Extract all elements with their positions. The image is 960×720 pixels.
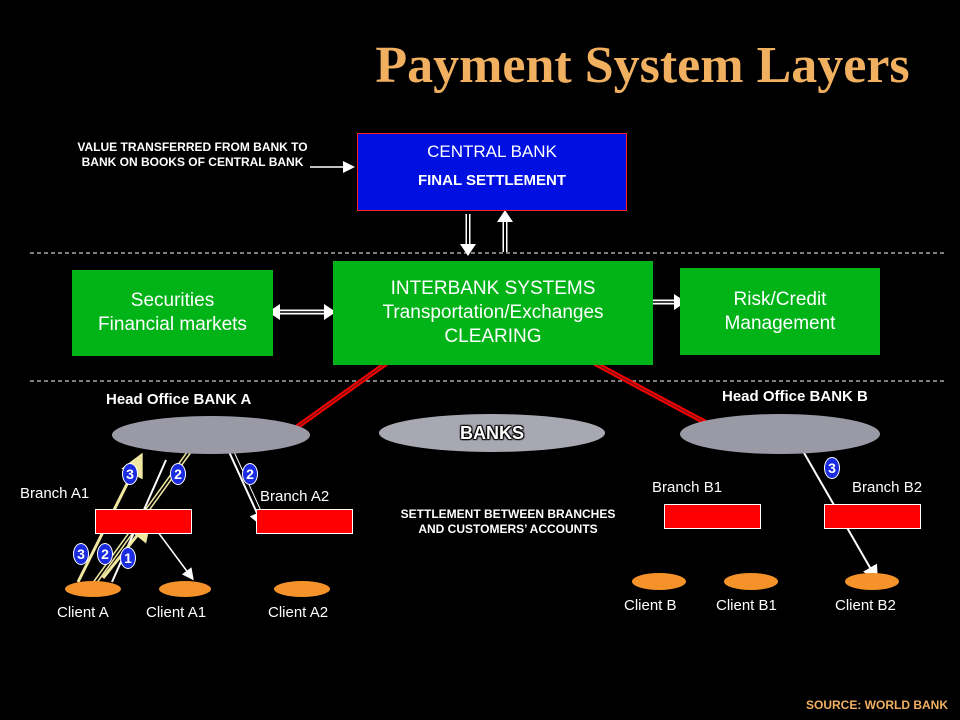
step-badge: 3 xyxy=(73,543,89,565)
step-badge: 1 xyxy=(120,547,136,569)
step-badge: 2 xyxy=(170,463,186,485)
branch-a1-label: Branch A1 xyxy=(20,485,90,502)
branch-a2-box xyxy=(256,509,353,534)
client-a1-oval xyxy=(159,581,211,597)
head-office-bank-b xyxy=(680,414,880,454)
securities-box: Securities Financial markets xyxy=(72,270,273,356)
client-b2-oval xyxy=(845,573,899,590)
step-badge: 3 xyxy=(824,457,840,479)
central-bank-subtitle: FINAL SETTLEMENT xyxy=(417,172,567,189)
client-a2-oval xyxy=(274,581,330,597)
client-b-oval xyxy=(632,573,686,590)
risk-line1: Risk/Credit xyxy=(733,288,827,310)
head-office-bank-a-label: Head Office BANK A xyxy=(106,391,252,408)
client-b1-oval xyxy=(724,573,778,590)
step-badge: 3 xyxy=(122,463,138,485)
branch-b2-box xyxy=(824,504,921,529)
interbank-line3: CLEARING xyxy=(444,326,542,347)
client-b1-label: Client B1 xyxy=(716,597,777,614)
branch-a2-label: Branch A2 xyxy=(260,488,330,505)
risk-line2: Management xyxy=(724,312,836,334)
step-badge: 2 xyxy=(242,463,258,485)
banks-oval xyxy=(379,414,605,452)
client-a1-label: Client A1 xyxy=(146,604,207,621)
head-office-bank-b-label: Head Office BANK B xyxy=(722,388,868,405)
securities-line1: Securities xyxy=(130,290,215,311)
page-title: Payment System Layers xyxy=(375,37,910,94)
client-b-label: Client B xyxy=(624,597,677,614)
branch-b1-label: Branch B1 xyxy=(652,479,723,496)
central-interbank-arrows xyxy=(460,210,513,256)
central-bank-name: CENTRAL BANK xyxy=(427,142,557,161)
branch-b1-box xyxy=(664,504,761,529)
value-transfer-note: VALUE TRANSFERRED FROM BANK TO BANK ON B… xyxy=(77,140,308,169)
interbank-box: INTERBANK SYSTEMS Transportation/Exchang… xyxy=(333,261,653,365)
client-a-label: Client A xyxy=(57,604,109,621)
client-b2-label: Client B2 xyxy=(835,597,896,614)
interbank-line2: Transportation/Exchanges xyxy=(382,302,604,323)
branch-b2-label: Branch B2 xyxy=(852,479,923,496)
step-badge: 2 xyxy=(97,543,113,565)
source-note: SOURCE: WORLD BANK xyxy=(806,698,948,712)
central-bank-box: CENTRAL BANK FINAL SETTLEMENT xyxy=(357,133,627,211)
securities-interbank-arrow xyxy=(268,304,336,320)
client-a2-label: Client A2 xyxy=(268,604,329,621)
interbank-line1: INTERBANK SYSTEMS xyxy=(390,278,596,299)
risk-box: Risk/Credit Management xyxy=(680,268,880,355)
client-a-oval xyxy=(65,581,121,597)
branch-a1-box xyxy=(95,509,192,534)
head-office-bank-a xyxy=(112,416,310,454)
banks-label: BANKS xyxy=(459,423,524,443)
securities-line2: Financial markets xyxy=(98,314,247,335)
settlement-note: SETTLEMENT BETWEEN BRANCHES AND CUSTOMER… xyxy=(400,507,616,536)
